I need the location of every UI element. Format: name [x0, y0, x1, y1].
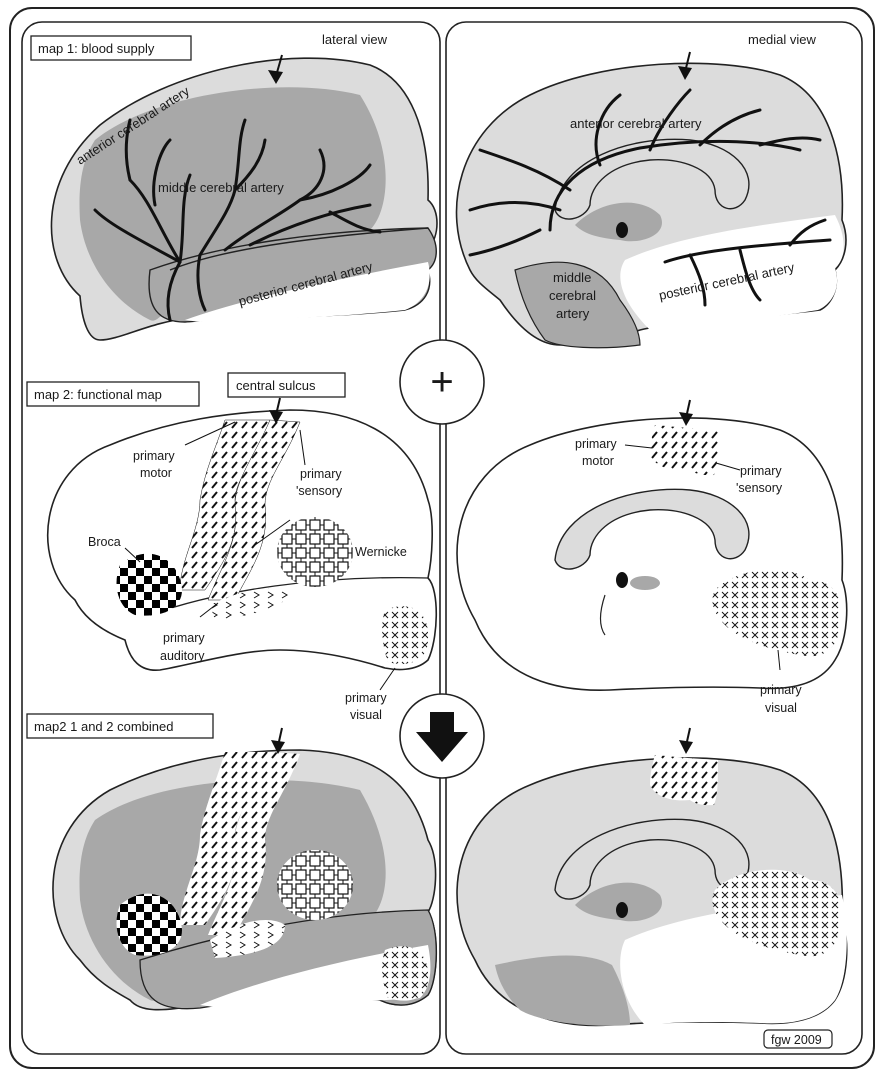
primary-sensory-medial-3	[688, 758, 718, 806]
broca-area	[116, 553, 182, 616]
credit-box	[763, 1029, 833, 1049]
label-primary-sensory-medial-1: primary	[740, 464, 782, 478]
label-middle-cerebral-artery-lateral: middle cerebral artery	[158, 180, 284, 195]
central-sulcus-label: central sulcus	[236, 378, 316, 393]
midbrain-dot-3	[616, 902, 628, 918]
temporal-line-2	[149, 577, 429, 616]
lateral-blood-supply-brain	[50, 54, 438, 341]
lateral-functional-brain	[47, 397, 438, 691]
visual-area-lateral	[382, 606, 429, 664]
pointer-lines-medial	[624, 444, 781, 671]
label-primary-sensory-2: 'sensory	[296, 484, 343, 498]
map3-title: map2 1 and 2 combined	[34, 719, 173, 734]
label-primary-auditory-1: primary	[163, 631, 205, 645]
map1-title: map 1: blood supply	[38, 41, 155, 56]
medial-blood-supply-brain	[455, 51, 847, 349]
primary-sensory-medial	[688, 428, 718, 476]
middle-territory-medial	[514, 261, 641, 349]
visual-area-lateral-3	[382, 946, 429, 1001]
label-primary-motor-medial-2: motor	[582, 454, 614, 468]
mca-branches	[93, 118, 382, 322]
thalamus-gray	[575, 202, 662, 242]
middle-territory-medial-3	[495, 955, 630, 1026]
visual-area-medial-3	[712, 869, 842, 957]
map1-box	[30, 35, 192, 61]
label-middle-medial-2: cerebral	[549, 288, 596, 303]
label-primary-visual-lateral-2: visual	[350, 708, 382, 722]
primary-sensory-area-3	[208, 752, 300, 935]
label-primary-auditory-2: auditory	[160, 649, 205, 663]
label-primary-motor-medial-1: primary	[575, 437, 617, 451]
label-primary-sensory-1: primary	[300, 467, 342, 481]
arrowhead-icon	[271, 740, 285, 754]
midbrain-dot	[616, 222, 628, 238]
arrowhead-icon	[679, 740, 693, 754]
medial-view-header: medial view	[748, 32, 817, 47]
wernicke-area-3	[277, 850, 353, 920]
brainstem-line-2	[599, 594, 606, 636]
label-primary-visual-medial-2: visual	[765, 701, 797, 715]
temporal-white	[185, 262, 430, 322]
map2-title: map 2: functional map	[34, 387, 162, 402]
thalamus-gray-3	[575, 882, 662, 922]
plus-icon: +	[430, 360, 453, 404]
label-primary-visual-medial-1: primary	[760, 683, 802, 697]
pointer-lines	[124, 421, 396, 691]
primary-motor-medial-3	[650, 755, 690, 801]
middle-territory	[79, 87, 386, 321]
label-primary-visual-lateral-1: primary	[345, 691, 387, 705]
label-anterior-cerebral-artery-medial: anterior cerebral artery	[570, 116, 702, 131]
visual-area-medial	[712, 569, 842, 657]
down-arrow-icon	[416, 712, 468, 762]
label-middle-medial-3: artery	[556, 306, 590, 321]
lateral-combined-brain	[52, 727, 438, 1011]
primary-motor-medial	[650, 425, 690, 471]
medial-functional-brain	[456, 399, 848, 692]
label-primary-sensory-medial-2: 'sensory	[736, 481, 783, 495]
auditory-area	[210, 588, 290, 620]
medial-combined-brain	[456, 727, 848, 1027]
map3-box	[26, 713, 214, 739]
temporal-white-3	[200, 945, 431, 1008]
corpus-callosum-3	[554, 818, 750, 900]
label-primary-motor-2: motor	[140, 466, 172, 480]
credit-text: fgw 2009	[771, 1033, 822, 1047]
thalamus-gray-2	[630, 576, 660, 590]
midbrain-dot-2	[616, 572, 628, 588]
wernicke-area	[277, 517, 353, 587]
label-broca: Broca	[88, 535, 121, 549]
central-sulcus-box	[227, 372, 346, 398]
arrowhead-icon	[268, 70, 283, 84]
auditory-area-3	[210, 920, 285, 958]
arrowhead-icon	[678, 66, 692, 80]
label-middle-medial-1: middle	[553, 270, 591, 285]
plus-circle	[399, 339, 485, 425]
lateral-view-header: lateral view	[322, 32, 388, 47]
broca-area-3	[116, 893, 182, 956]
map2-box	[26, 381, 200, 407]
label-wernicke: Wernicke	[355, 545, 407, 559]
corpus-callosum-2	[554, 488, 750, 570]
aca-branches	[468, 88, 832, 307]
arrowhead-icon	[269, 410, 283, 424]
primary-motor-area-3	[180, 752, 270, 925]
arrowhead-icon	[679, 412, 693, 426]
label-primary-motor-1: primary	[133, 449, 175, 463]
